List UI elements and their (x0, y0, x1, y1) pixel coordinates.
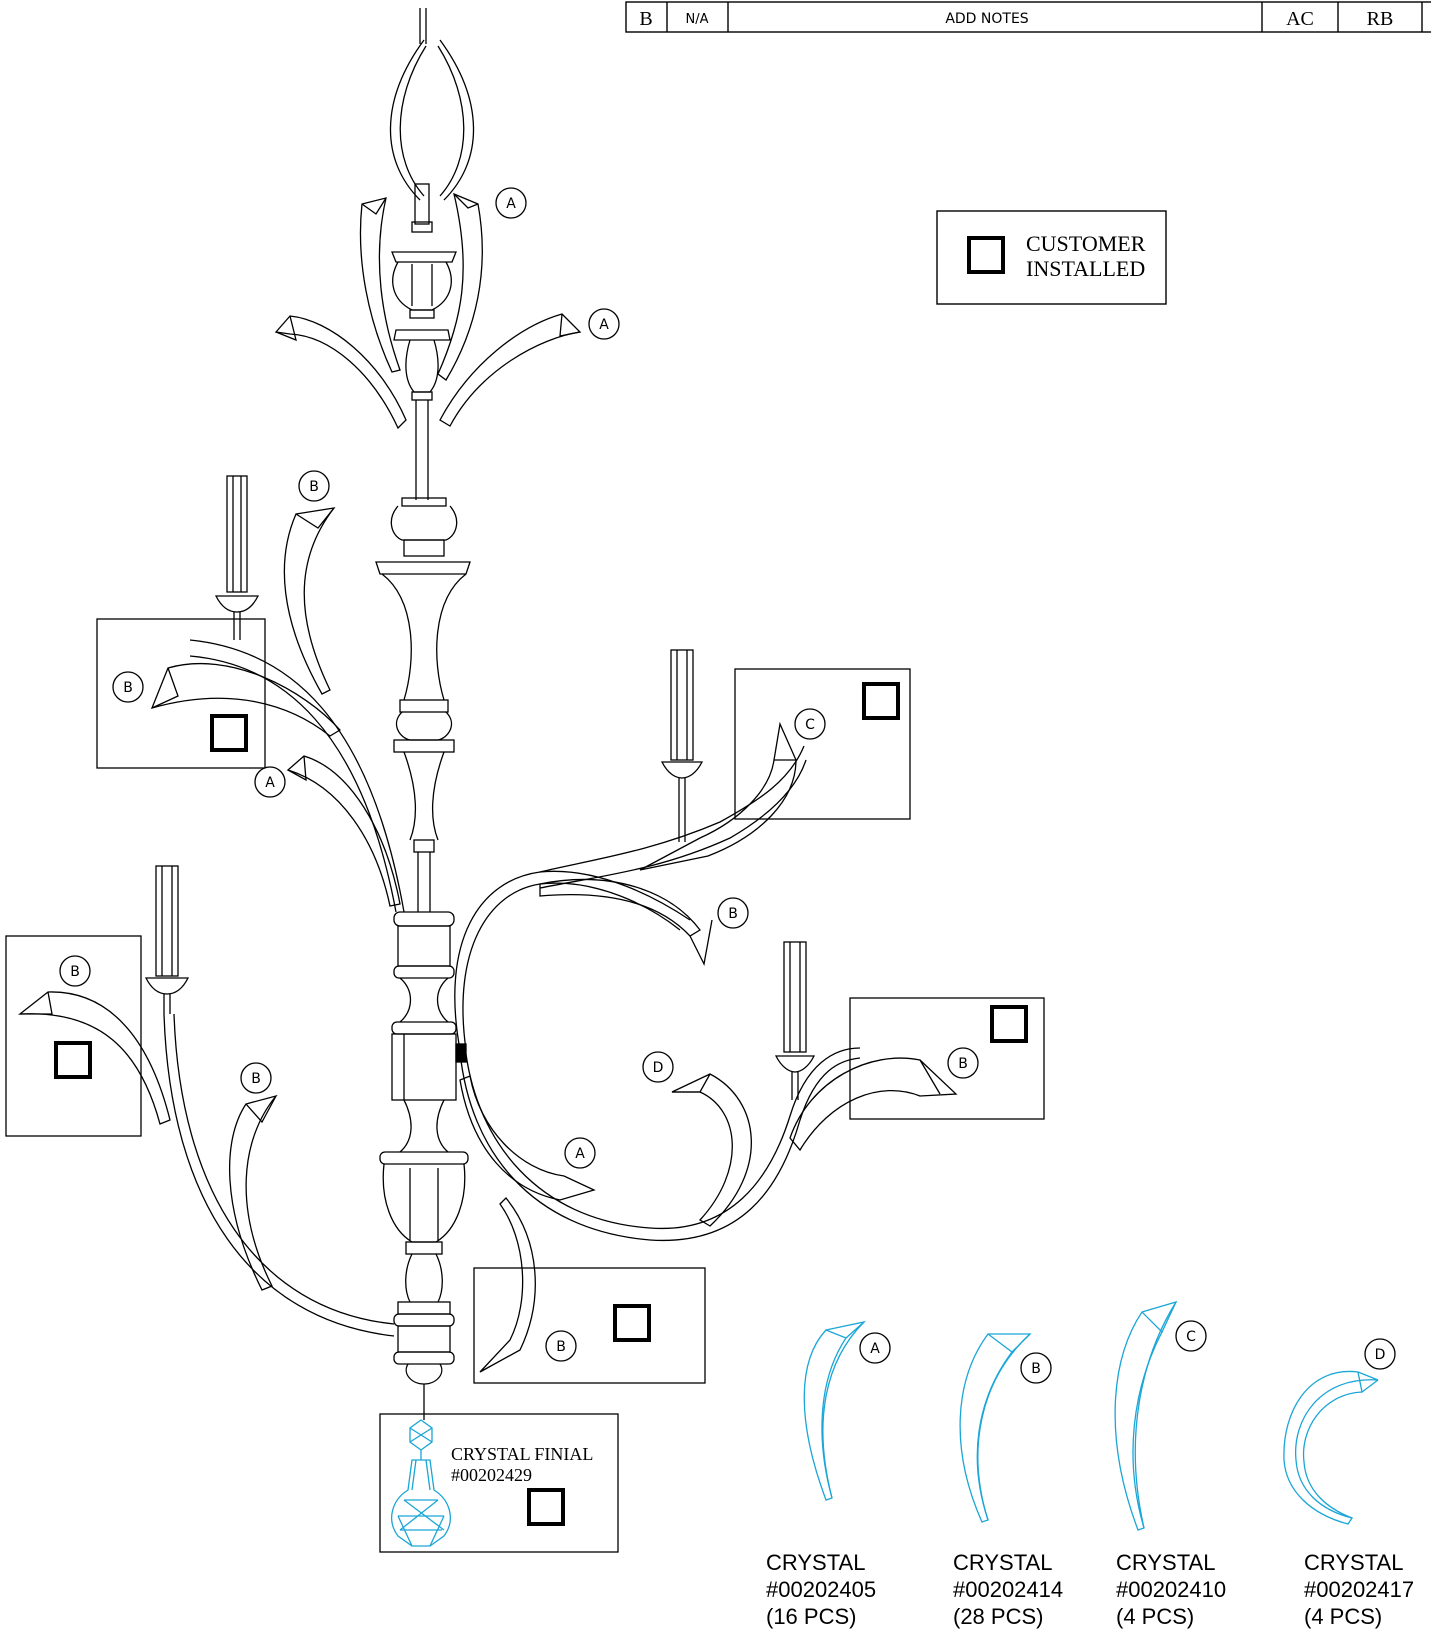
callout-b-9: B (240, 1062, 272, 1094)
callout-b-4-letter: B (123, 680, 133, 696)
callout-a-2-letter: A (599, 317, 609, 333)
checkboxes (54, 682, 1028, 1526)
callout-c-6-letter: C (805, 717, 815, 733)
crystal-d-drawing (1283, 1370, 1379, 1525)
crystal-d-part: #00202417 (1304, 1577, 1414, 1602)
finial-label-line2: #00202429 (451, 1465, 532, 1485)
detail-callout-d: D (1364, 1338, 1396, 1370)
legend-box (936, 210, 1167, 305)
crystal-c-qty: (4 PCS) (1116, 1604, 1194, 1629)
callout-c-6: C (794, 708, 826, 740)
callout-b-3-letter: B (309, 479, 319, 495)
callout-a-12-letter: A (575, 1146, 585, 1162)
crystal-a-name: CRYSTAL (766, 1550, 865, 1575)
revision-description: ADD NOTES (945, 11, 1028, 27)
crystal-a-part: #00202405 (766, 1577, 876, 1602)
detail-callout-c: C (1175, 1320, 1207, 1352)
crystal-a-label: CRYSTAL #00202405 (16 PCS) (766, 1550, 876, 1629)
install-boxes (5, 618, 1045, 1553)
crystal-a-drawing (803, 1320, 867, 1501)
callout-b-3: B (298, 470, 330, 502)
crystal-c-label: CRYSTAL #00202410 (4 PCS) (1116, 1550, 1226, 1629)
callout-group: A A B B A C B B B D B A B (59, 187, 979, 1362)
callout-d-10: D (642, 1051, 674, 1083)
callout-a-12: A (564, 1137, 596, 1169)
callout-a-1-letter: A (506, 196, 516, 212)
callout-b-11: B (947, 1047, 979, 1079)
crystal-a-qty: (16 PCS) (766, 1604, 856, 1629)
callout-b-13-letter: B (556, 1339, 566, 1355)
callout-a-5: A (254, 766, 286, 798)
detail-callout-a-letter: A (870, 1341, 880, 1357)
drawn-by: AC (1286, 8, 1314, 30)
finial-label-line1: CRYSTAL FINIAL (451, 1444, 593, 1464)
title-block (625, 1, 1431, 33)
ref-code: N/A (686, 12, 709, 27)
legend-line1: CUSTOMER (1026, 231, 1146, 256)
chandelier-drawing (17, 8, 958, 1420)
callout-a-1: A (495, 187, 527, 219)
callout-b-7: B (717, 897, 749, 929)
detail-callout-b-letter: B (1031, 1361, 1041, 1377)
crystal-b-name: CRYSTAL (953, 1550, 1052, 1575)
crystal-b-qty: (28 PCS) (953, 1604, 1043, 1629)
crystal-b-part: #00202414 (953, 1577, 1063, 1602)
detail-callout-a: A (859, 1332, 891, 1364)
checked-by: RB (1367, 8, 1394, 30)
callout-b-9-letter: B (251, 1071, 261, 1087)
callout-b-4: B (112, 671, 144, 703)
callout-b-8: B (59, 955, 91, 987)
detail-callout-d-letter: D (1375, 1347, 1386, 1363)
crystal-c-name: CRYSTAL (1116, 1550, 1215, 1575)
callout-b-11-letter: B (958, 1056, 968, 1072)
callout-a-2: A (588, 308, 620, 340)
legend-line2: INSTALLED (1026, 256, 1145, 281)
crystal-finial-drawing (391, 1419, 451, 1547)
rev-letter: B (639, 8, 652, 30)
crystal-c-part: #00202410 (1116, 1577, 1226, 1602)
callout-d-10-letter: D (653, 1060, 664, 1076)
callout-a-5-letter: A (265, 775, 275, 791)
callout-b-8-letter: B (70, 964, 80, 980)
crystal-b-label: CRYSTAL #00202414 (28 PCS) (953, 1550, 1063, 1629)
crystal-d-name: CRYSTAL (1304, 1550, 1403, 1575)
detail-callout-group: A B C D (859, 1320, 1396, 1384)
crystal-c-drawing (1114, 1300, 1178, 1531)
detail-callout-b: B (1020, 1352, 1052, 1384)
callout-b-7-letter: B (728, 906, 738, 922)
detail-callout-c-letter: C (1186, 1329, 1196, 1345)
callout-b-13: B (545, 1330, 577, 1362)
crystal-b-drawing (959, 1333, 1032, 1523)
crystal-d-qty: (4 PCS) (1304, 1604, 1382, 1629)
crystal-d-label: CRYSTAL #00202417 (4 PCS) (1304, 1550, 1414, 1629)
